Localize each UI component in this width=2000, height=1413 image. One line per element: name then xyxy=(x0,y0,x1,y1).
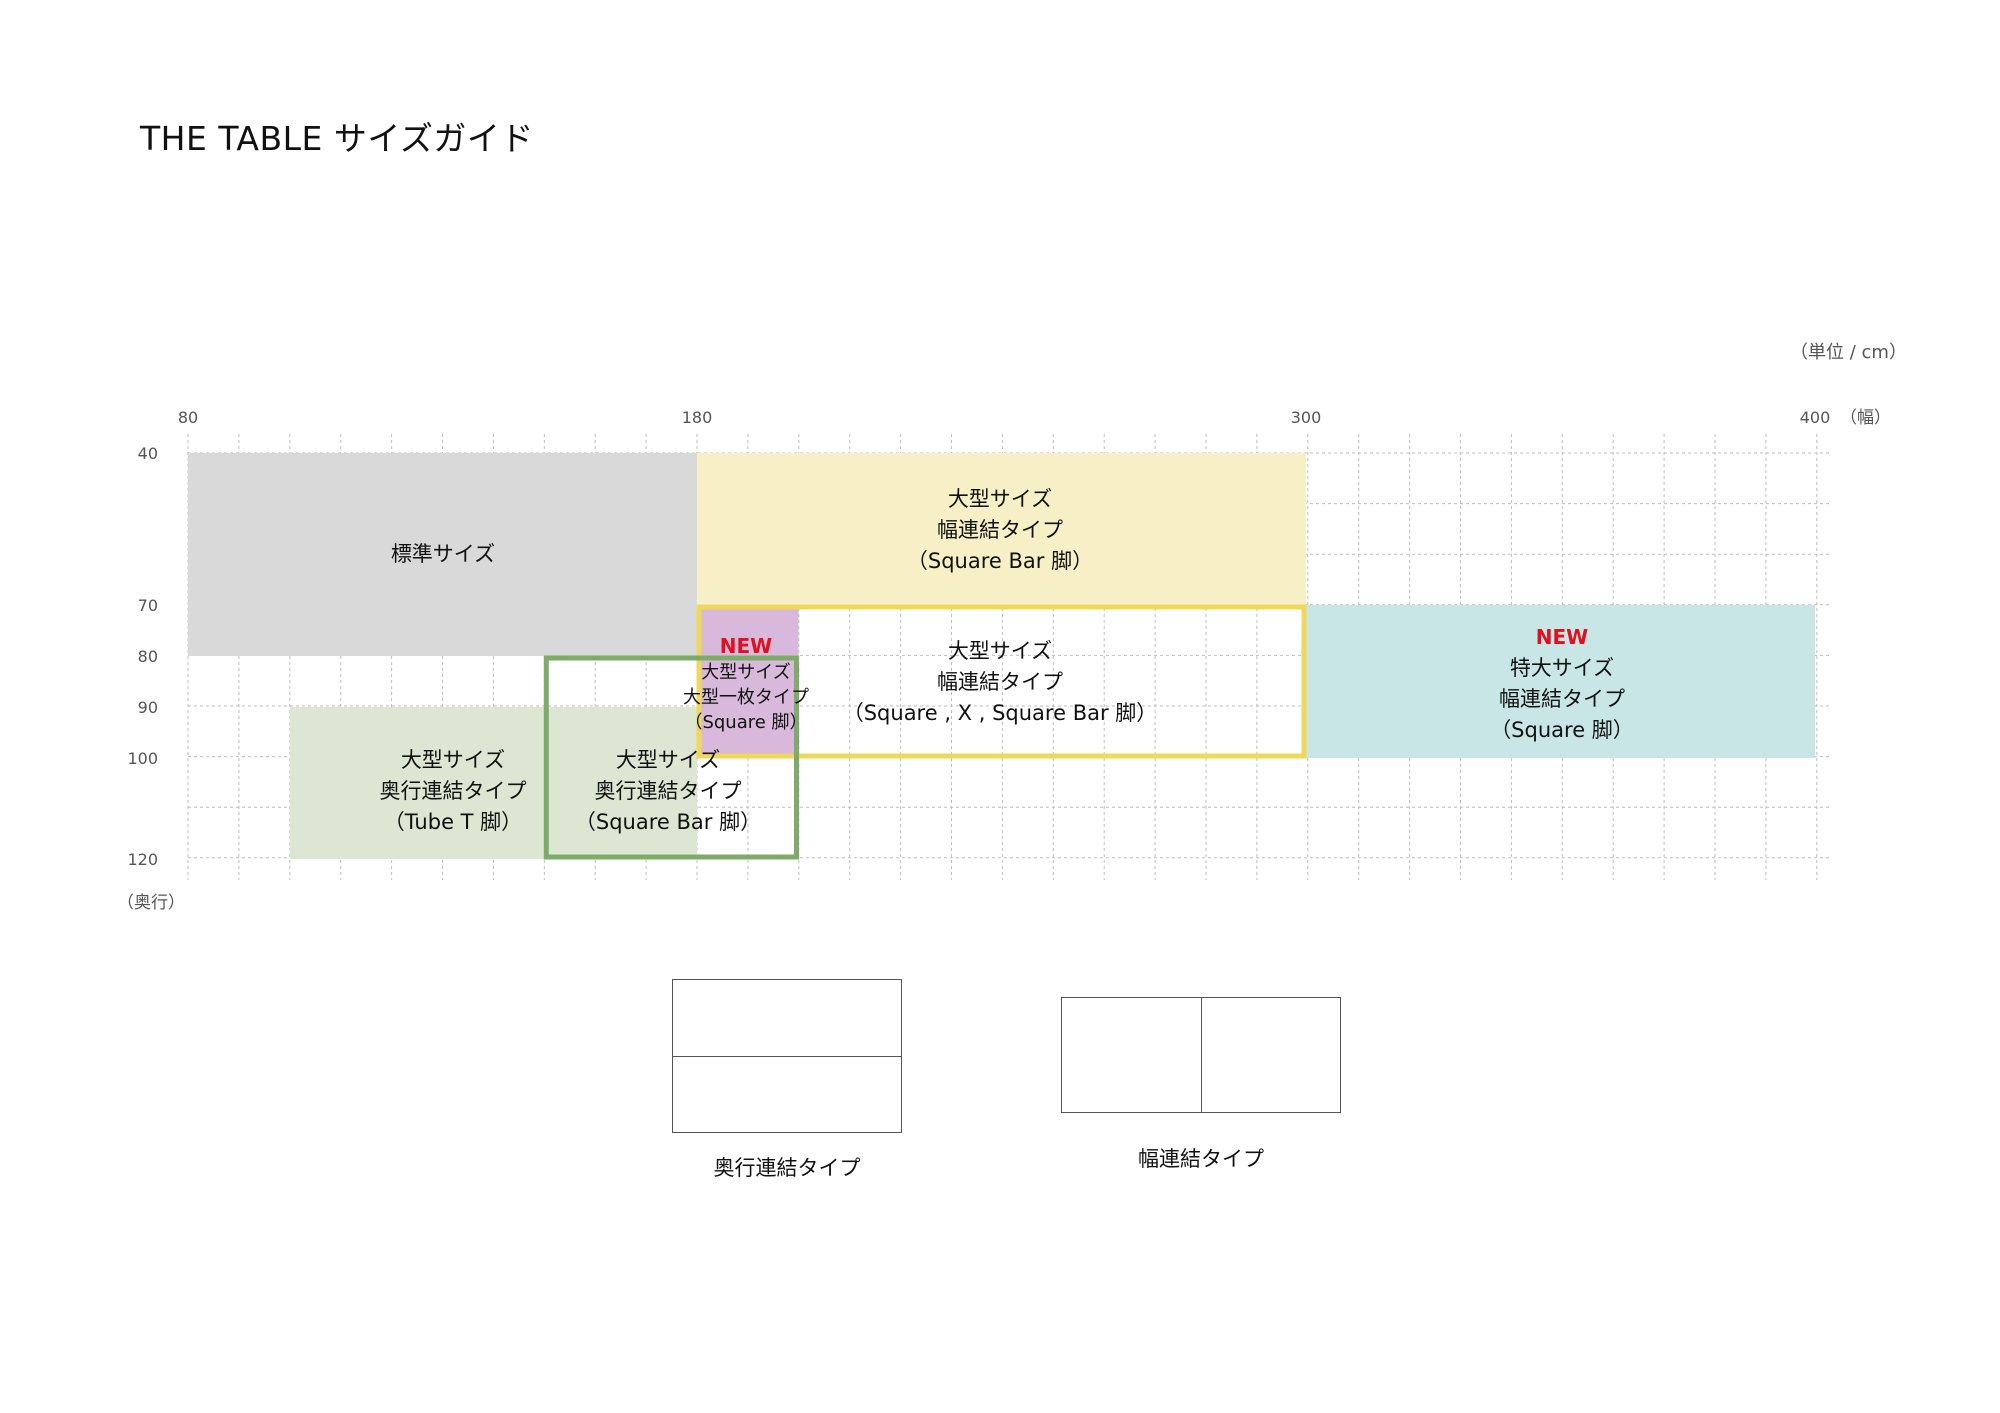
y-tick-label: 100 xyxy=(127,749,158,768)
region-fills xyxy=(188,453,1815,859)
region-fill-large-single xyxy=(697,605,799,758)
region-label-large-depth-tube: （Tube T 脚） xyxy=(384,810,522,834)
new-badge: NEW xyxy=(1536,625,1588,649)
region-outline-large-depth-squarebar xyxy=(543,655,799,860)
region-label-large-width-squarebar: （Square Bar 脚） xyxy=(907,549,1093,573)
region-label-extra-large: 特大サイズ xyxy=(1510,656,1614,680)
region-label-large-width-multi: 大型サイズ xyxy=(948,639,1052,663)
region-label-large-single: 大型一枚タイプ xyxy=(683,687,809,708)
x-tick-label: 180 xyxy=(682,408,713,427)
unit-label: （単位 / cm） xyxy=(1790,342,1907,363)
region-label-extra-large: 幅連結タイプ xyxy=(1499,687,1625,711)
y-tick-label: 70 xyxy=(138,596,158,615)
depth-join-divider xyxy=(672,1056,902,1057)
width-join-label: 幅連結タイプ xyxy=(1138,1147,1264,1171)
region-fill-standard xyxy=(188,453,697,656)
y-tick-label: 120 xyxy=(127,850,158,869)
region-label-large-width-squarebar: 大型サイズ xyxy=(948,487,1052,511)
y-tick-label: 80 xyxy=(138,647,158,666)
region-label-large-depth-squarebar: （Square Bar 脚） xyxy=(575,810,761,834)
region-label-extra-large: （Square 脚） xyxy=(1490,718,1634,742)
region-outline-large-width-multi xyxy=(696,604,1307,759)
region-label-large-single: 大型サイズ xyxy=(701,662,790,683)
region-fill-large-width-squarebar xyxy=(697,453,1306,605)
x-tick-label: 80 xyxy=(178,408,198,427)
depth-join-label: 奥行連結タイプ xyxy=(713,1156,861,1180)
width-join-divider xyxy=(1201,997,1202,1113)
x-tick-label: 400 xyxy=(1800,408,1831,427)
region-fill-extra-large xyxy=(1306,605,1815,758)
region-label-large-depth-tube: 奥行連結タイプ xyxy=(380,779,527,803)
region-label-large-depth-tube: 大型サイズ xyxy=(401,748,505,772)
y-axis-label: （奥行） xyxy=(117,893,185,913)
region-label-large-single: （Square 脚） xyxy=(684,712,807,733)
region-label-large-depth-squarebar: 奥行連結タイプ xyxy=(595,779,742,803)
new-badge: NEW xyxy=(720,634,772,658)
y-tick-label: 40 xyxy=(138,444,158,463)
page-title: THE TABLE サイズガイド xyxy=(140,119,534,158)
region-label-large-width-multi: （Square , X , Square Bar 脚） xyxy=(843,701,1158,725)
region-label-large-width-squarebar: 幅連結タイプ xyxy=(937,518,1063,542)
region-label-large-depth-squarebar: 大型サイズ xyxy=(616,748,720,772)
x-tick-label: 300 xyxy=(1291,408,1322,427)
region-label-standard: 標準サイズ xyxy=(391,542,495,566)
region-outlines xyxy=(543,604,1307,860)
region-fill-large-depth-tube xyxy=(289,707,697,859)
region-label-large-width-multi: 幅連結タイプ xyxy=(937,670,1063,694)
y-tick-label: 90 xyxy=(138,698,158,717)
axis-ticks: 80 180 300 400 40 70 80 90 100 120 （幅） （奥行） xyxy=(117,408,1891,913)
x-axis-label: （幅） xyxy=(1840,408,1891,428)
